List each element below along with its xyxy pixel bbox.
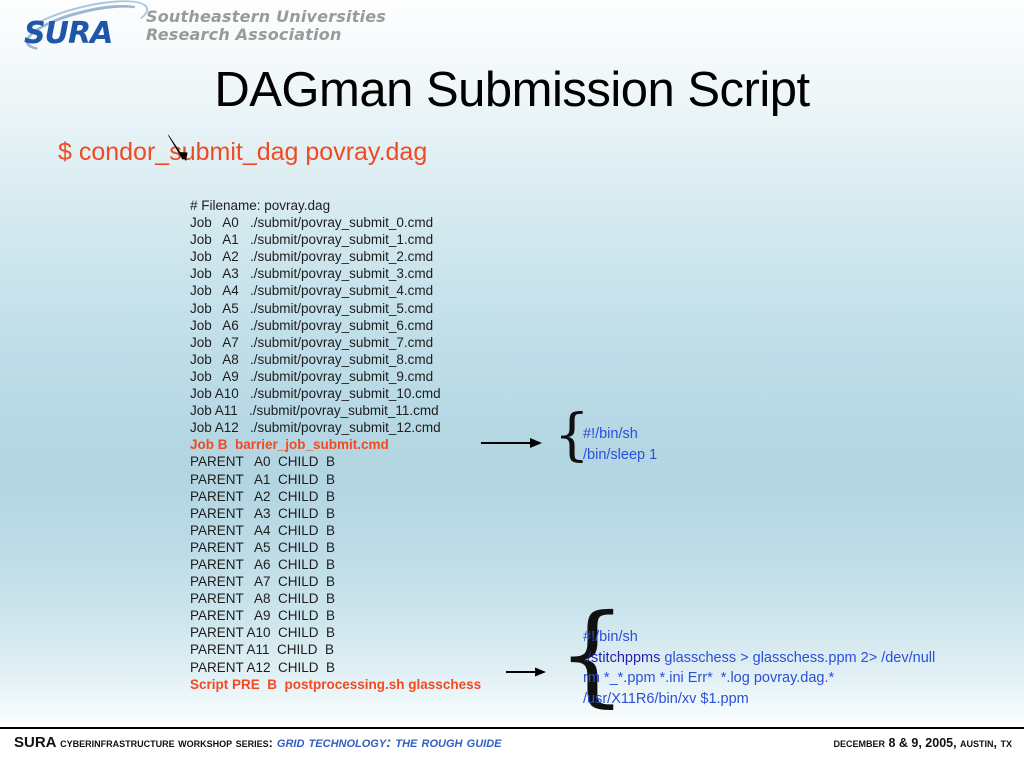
callout-line: ./stitchppms glasschess > glasschess.ppm… xyxy=(583,649,936,666)
organization-name: Southeastern Universities Research Assoc… xyxy=(146,8,386,44)
dag-listing-line: PARENT A7 CHILD B xyxy=(190,574,336,590)
callout-script-body: #!/bin/sh/bin/sleep 1 xyxy=(583,424,657,465)
dag-listing-line: Job A10 ./submit/povray_submit_10.cmd xyxy=(190,386,441,402)
callout-line: #!/bin/sh xyxy=(583,426,638,442)
dag-listing-line: Job A3 ./submit/povray_submit_3.cmd xyxy=(190,266,434,282)
dag-listing-line: PARENT A8 CHILD B xyxy=(190,591,336,607)
dag-listing-line: Job A5 ./submit/povray_submit_5.cmd xyxy=(190,300,434,316)
slide-title: DAGman Submission Script xyxy=(214,63,810,117)
footer-org: SURA xyxy=(14,734,56,751)
organization-name-line2: Research Association xyxy=(146,25,342,44)
callout-line: /usr/X11R6/bin/xv $1.ppm xyxy=(583,690,749,707)
footer-guide-title: Grid Technology: The Rough Guide xyxy=(276,734,502,751)
slide-footer: SURA Cyberinfrastructure Workshop Series… xyxy=(0,734,1024,762)
dag-listing-line: Job A1 ./submit/povray_submit_1.cmd xyxy=(190,232,434,248)
dag-listing-line: PARENT A11 CHILD B xyxy=(190,642,335,658)
dag-listing-line: PARENT A2 CHILD B xyxy=(190,488,336,504)
callout-line: /bin/sleep 1 xyxy=(583,446,658,463)
footer-divider xyxy=(0,727,1024,729)
footer-left-text: SURA Cyberinfrastructure Workshop Series… xyxy=(14,734,501,751)
callout-brace: { xyxy=(554,403,590,468)
dag-listing-line: Job A6 ./submit/povray_submit_6.cmd xyxy=(190,317,434,333)
dag-listing-line: PARENT A4 CHILD B xyxy=(190,522,336,538)
dag-listing-line: PARENT A12 CHILD B xyxy=(190,659,336,675)
dag-listing-line: PARENT A6 CHILD B xyxy=(190,556,336,572)
dag-listing-line: PARENT A0 CHILD B xyxy=(190,454,336,470)
dag-listing-line: Job A7 ./submit/povray_submit_7.cmd xyxy=(190,334,434,350)
dag-listing-line: PARENT A9 CHILD B xyxy=(190,608,336,624)
dag-listing-line: Job A4 ./submit/povray_submit_4.cmd xyxy=(190,283,434,299)
dag-listing-line: Job A12 ./submit/povray_submit_12.cmd xyxy=(190,420,441,436)
callout-script-body: #!/bin/sh ./stitchppms glasschess > glass… xyxy=(583,627,935,709)
callout-emphasis-token: ./stitchppms xyxy=(583,649,661,666)
dag-listing-line: Job B barrier_job_submit.cmd xyxy=(190,437,389,453)
dag-listing-line: PARENT A10 CHILD B xyxy=(190,625,336,641)
dag-listing-line: Job A9 ./submit/povray_submit_9.cmd xyxy=(190,368,434,384)
command-line-text: $ condor_submit_dag povray.dag xyxy=(58,138,428,166)
organization-name-line1: Southeastern Universities xyxy=(146,7,387,26)
callout-brace: { xyxy=(557,590,627,718)
dag-listing-line: Job A8 ./submit/povray_submit_8.cmd xyxy=(190,351,434,367)
callout-line: rm *_*.ppm *.ini Err* *.log povray.dag.* xyxy=(583,670,835,686)
callout-arrow-icon xyxy=(481,438,542,448)
dag-listing-line: PARENT A3 CHILD B xyxy=(190,505,336,521)
slide-header: SURA Southeastern Universities Research … xyxy=(0,0,1024,61)
dag-listing-line: PARENT A5 CHILD B xyxy=(190,539,336,555)
sura-logo: SURA xyxy=(14,0,153,61)
dag-listing-line: Job A2 ./submit/povray_submit_2.cmd xyxy=(190,249,434,265)
footer-series: Cyberinfrastructure Workshop Series: xyxy=(60,736,273,750)
callout-arrow-icon xyxy=(506,667,546,677)
footer-date: December 8 & 9, 2005, Austin, TX xyxy=(833,736,1013,750)
logo-wordmark: SURA xyxy=(24,16,113,51)
callout-line: #!/bin/sh xyxy=(583,629,638,645)
dag-listing-line: # Filename: povray.dag xyxy=(190,198,331,213)
dag-listing-line: Job A0 ./submit/povray_submit_0.cmd xyxy=(190,215,434,231)
dag-listing-line: Job A11 ./submit/povray_submit_11.cmd xyxy=(190,403,439,419)
dag-listing-line: PARENT A1 CHILD B xyxy=(190,471,336,487)
dag-listing-line: Script PRE B postprocessing.sh glassches… xyxy=(190,676,482,692)
